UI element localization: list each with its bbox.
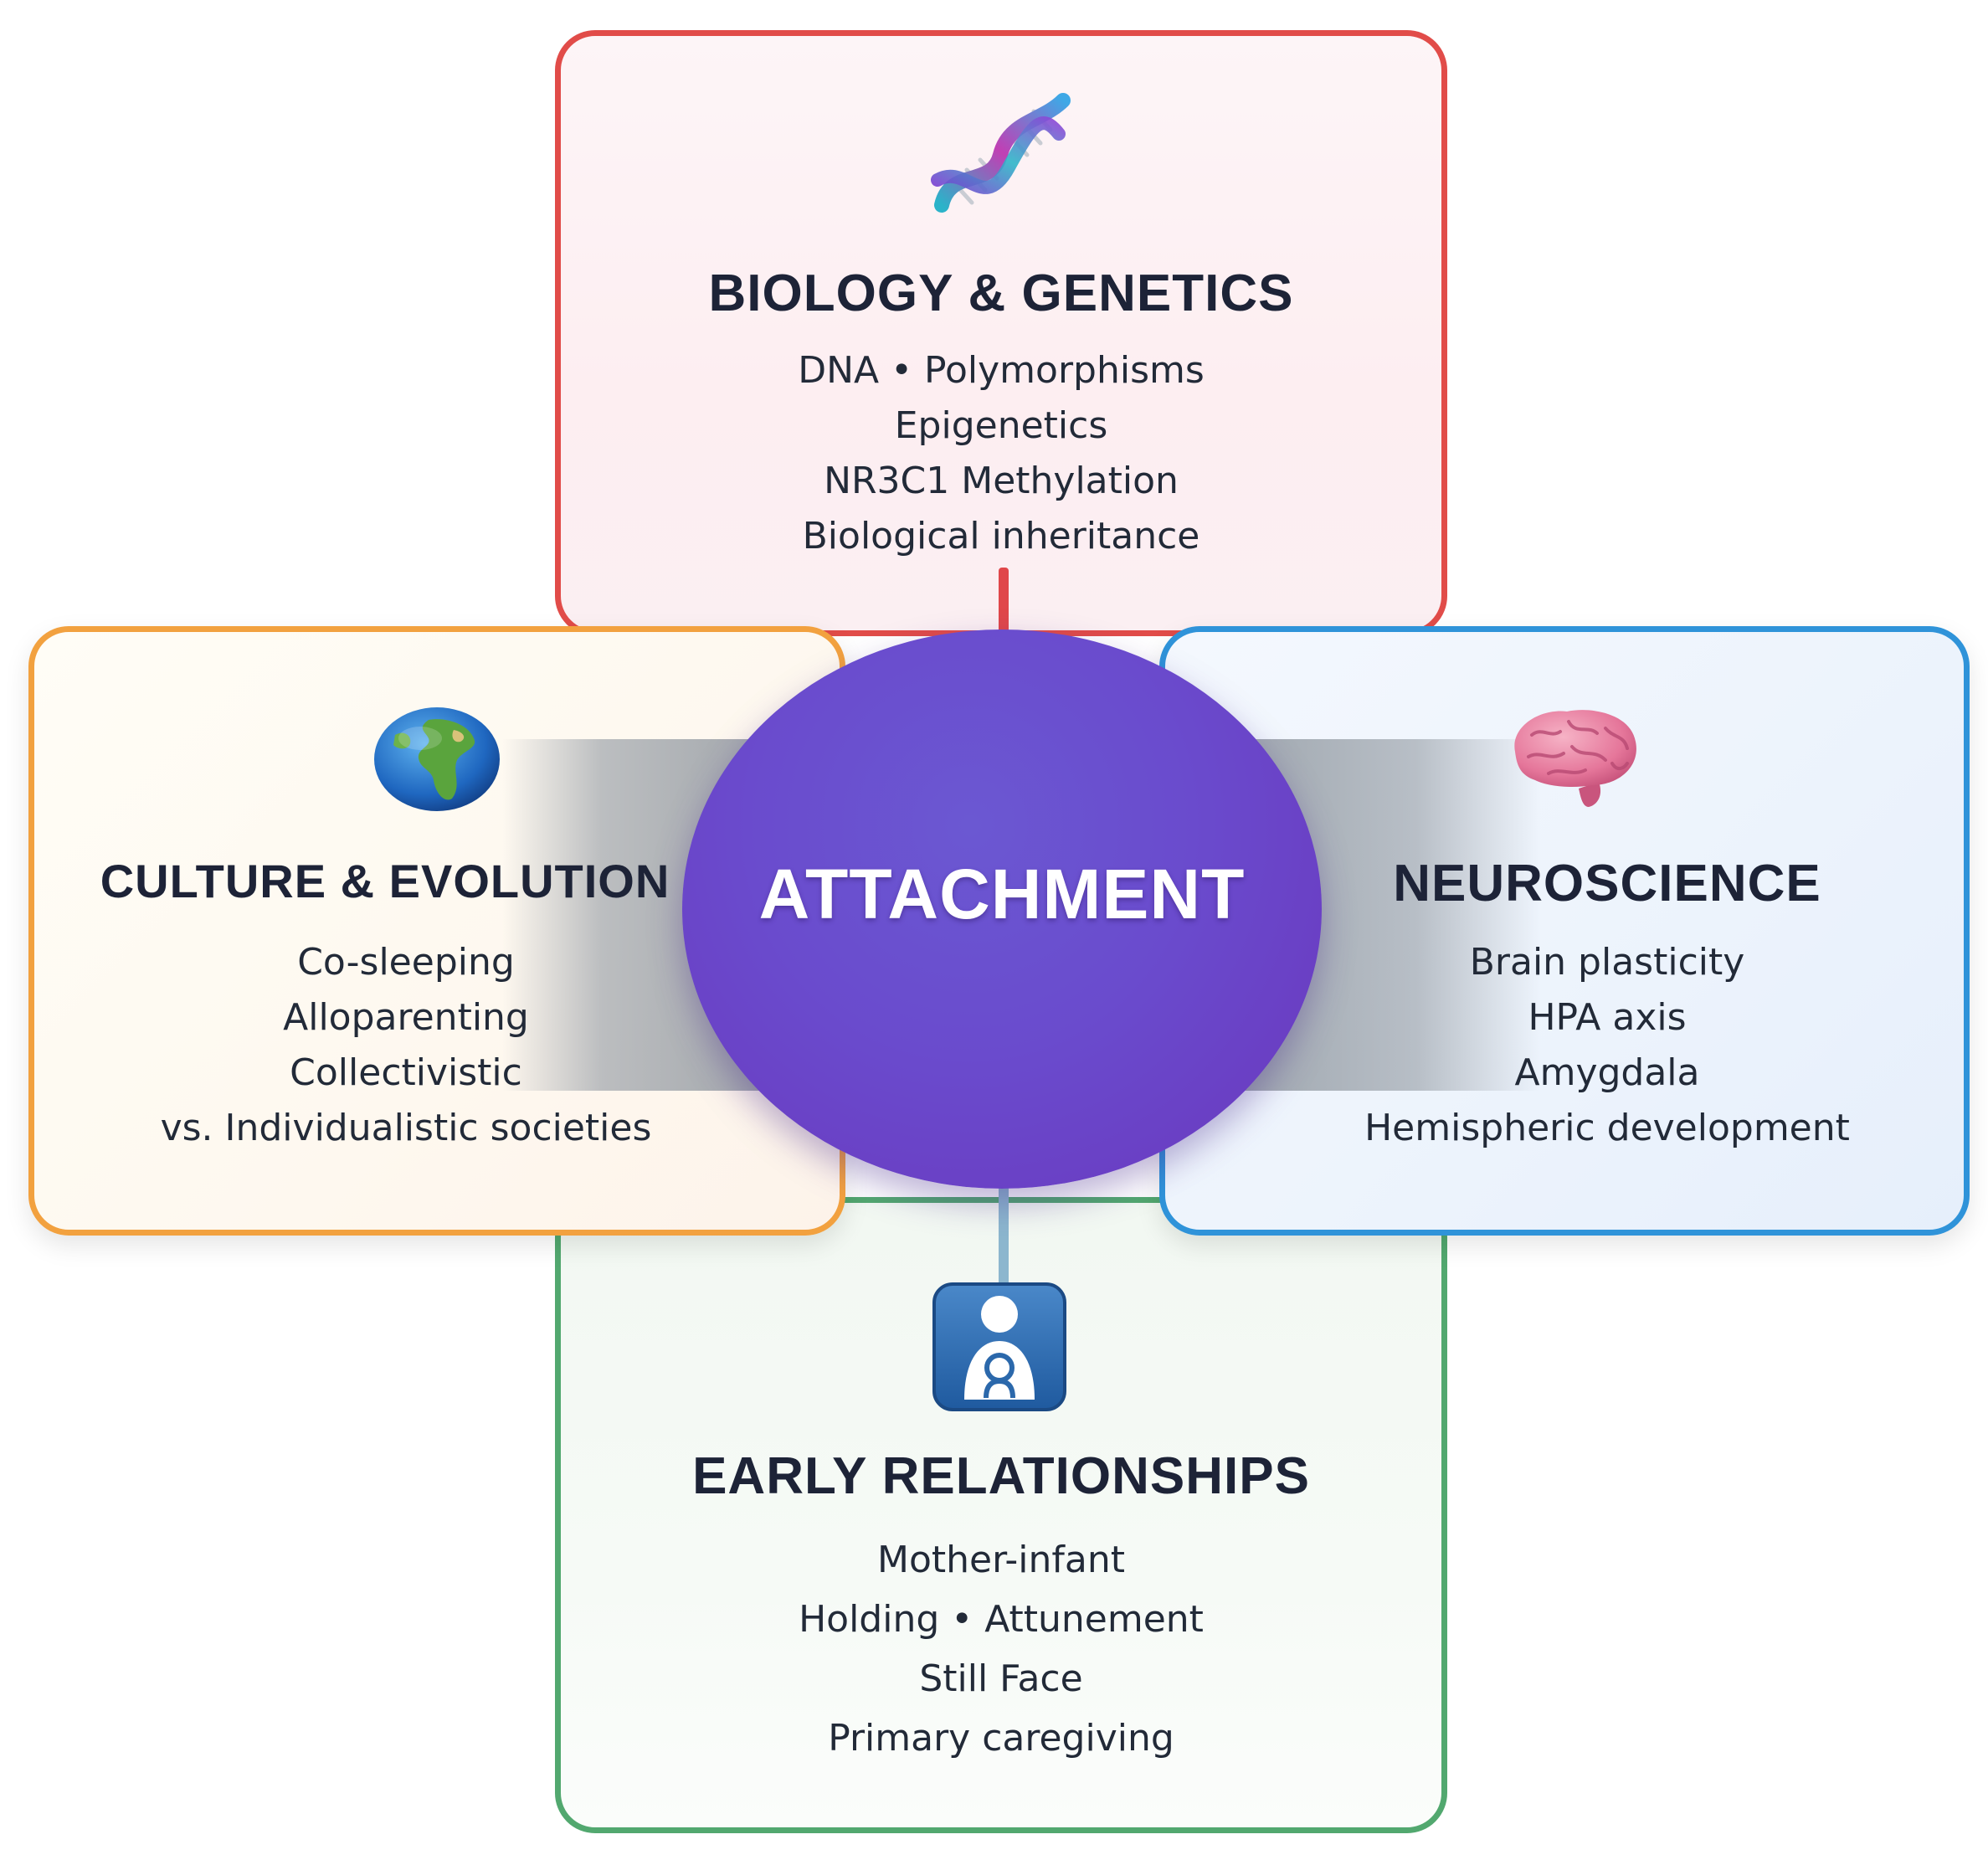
biology-items: DNA • Polymorphisms Epigenetics NR3C1 Me…	[555, 343, 1447, 564]
list-item: Epigenetics	[894, 404, 1108, 447]
list-item: Collectivistic	[290, 1051, 522, 1094]
neuroscience-items: Brain plasticity HPA axis Amygdala Hemis…	[1272, 935, 1942, 1156]
dna-icon	[931, 93, 1071, 213]
list-item: HPA axis	[1528, 996, 1687, 1039]
biology-genetics-panel	[555, 30, 1447, 636]
list-item: Holding • Attunement	[799, 1598, 1204, 1641]
hub-label: ATTACHMENT	[758, 855, 1246, 933]
relationships-title: EARLY RELATIONSHIPS	[692, 1447, 1310, 1505]
list-item: Co-sleeping	[297, 941, 515, 984]
neuroscience-title: NEUROSCIENCE	[1393, 855, 1821, 912]
brain-icon	[1514, 710, 1636, 807]
list-item: Still Face	[919, 1657, 1083, 1700]
list-item: Biological inheritance	[802, 515, 1200, 557]
list-item: Primary caregiving	[828, 1717, 1174, 1760]
globe-icon	[374, 707, 500, 811]
mother-child-icon	[932, 1282, 1066, 1411]
list-item: DNA • Polymorphisms	[798, 349, 1205, 392]
attachment-hub	[682, 629, 1322, 1189]
list-item: vs. Individualistic societies	[160, 1107, 652, 1149]
list-item: Mother-infant	[877, 1539, 1125, 1581]
list-item: Alloparenting	[283, 996, 529, 1039]
relationships-connector	[999, 1172, 1009, 1289]
list-item: Brain plasticity	[1469, 941, 1745, 984]
culture-items: Co-sleeping Alloparenting Collectivistic…	[92, 935, 720, 1156]
list-item: Hemispheric development	[1364, 1107, 1850, 1149]
biology-title: BIOLOGY & GENETICS	[708, 265, 1294, 322]
culture-title: CULTURE & EVOLUTION	[100, 855, 670, 907]
list-item: NR3C1 Methylation	[824, 460, 1179, 502]
relationships-items: Mother-infant Holding • Attunement Still…	[555, 1530, 1447, 1768]
list-item: Amygdala	[1514, 1051, 1700, 1094]
